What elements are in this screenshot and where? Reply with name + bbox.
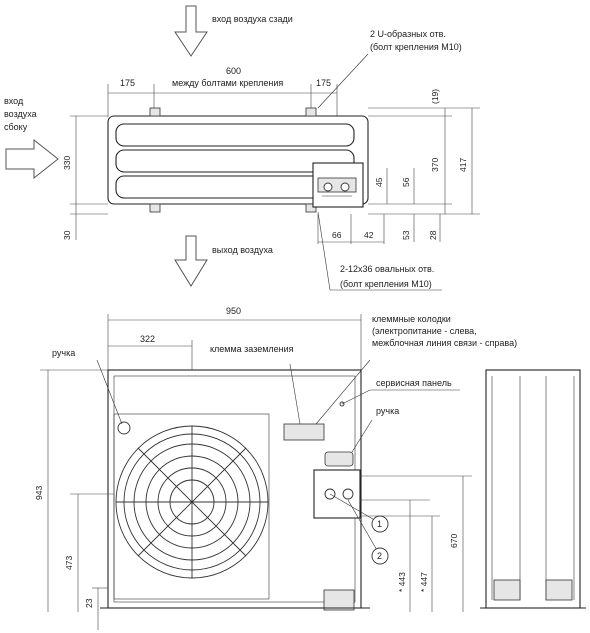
service-panel-label: сервисная панель [376,378,452,388]
fan-grille [115,425,269,579]
terminal-blocks-label-3: межблочная линия связи - справа) [372,338,517,348]
dim-322: 322 [140,334,155,344]
dim-45: 45 [374,177,384,187]
dim-443: * 443 [397,572,407,592]
dim-950: 950 [226,306,241,316]
u-holes-label-1: 2 U-образных отв. [370,29,446,39]
dim-30: 30 [62,230,72,240]
ground-terminal-label: клемма заземления [210,344,294,354]
handle-right-label: ручка [376,406,399,416]
handle-left-icon [117,421,131,435]
handle-right-icon [324,451,354,467]
marker-1: 1 [377,519,382,529]
air-in-side-arrow [5,138,59,180]
dim-66: 66 [332,230,342,240]
marker-2: 2 [377,551,382,561]
terminal-blocks-label-1: клеммные колодки [372,314,451,324]
dim-23: 23 [84,598,94,608]
air-in-side-label-3: сбоку [4,122,28,132]
dim-600: 600 [226,66,241,76]
dim-473: 473 [64,556,74,570]
dim-28: 28 [428,230,438,240]
dim-330: 330 [62,156,72,170]
between-bolts-label: между болтами крепления [172,78,283,88]
dim-370: 370 [430,158,440,172]
oval-holes-label-1: 2-12х36 овальных отв. [340,264,434,274]
dim-447: * 447 [419,572,429,592]
terminal-blocks-label-2: (электропитание - слева, [372,326,477,336]
dim-175-right: 175 [316,78,331,88]
air-out-label: выход воздуха [212,245,273,255]
oval-holes-label-2: (болт крепления M10) [340,279,432,289]
u-holes-label-2: (болт крепления M10) [370,42,462,52]
dim-19: (19) [430,89,440,104]
air-in-side-label-2: воздуха [4,109,37,119]
side-view-unit [485,369,581,609]
dim-175-left: 175 [120,78,135,88]
terminal-blocks [283,423,325,441]
air-in-side-label-1: вход [4,96,24,106]
dim-56: 56 [401,177,411,187]
air-out-arrow [174,235,208,287]
dim-417: 417 [458,158,468,172]
dim-53: 53 [401,230,411,240]
handle-left-label: ручка [52,348,75,358]
dim-943: 943 [34,486,44,500]
dim-670: 670 [449,534,459,548]
air-in-rear-label: вход воздуха сзади [212,14,293,24]
dim-42: 42 [364,230,374,240]
fan-grille-panel [113,413,270,600]
air-in-rear-arrow [174,5,208,57]
